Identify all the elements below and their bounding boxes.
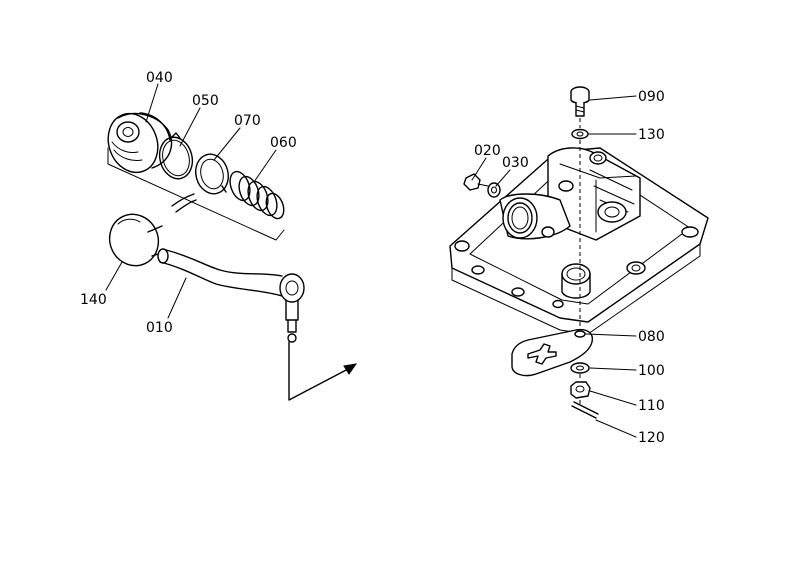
part-070-circlip [195,153,229,195]
part-140-knob [108,193,197,267]
label-110: 110 [638,398,665,414]
label-090: 090 [638,89,665,105]
shift-lever-assembly [107,112,358,401]
part-080-plate [511,328,594,377]
part-030-washer [487,182,501,198]
label-040: 040 [146,70,173,86]
part-110-nut [570,381,591,399]
part-050-ring [158,132,194,180]
label-020: 020 [474,143,501,159]
label-120: 120 [638,430,665,446]
part-130-washer [571,128,589,140]
part-120-pin [571,401,599,419]
part-090-bolt [570,86,590,117]
part-060-spring [229,170,285,220]
label-070: 070 [234,113,261,129]
part-100-washer [570,362,590,374]
label-130: 130 [638,127,665,143]
housing-assembly [449,86,709,419]
part-020-bolt [463,173,489,191]
label-030: 030 [502,155,529,171]
part-040-boot [107,112,173,174]
label-140: 140 [80,292,107,308]
direction-arrow [288,341,358,401]
part-labels: 040 050 070 060 140 010 020 030 090 130 … [80,70,665,446]
leader-lines [105,83,637,438]
label-080: 080 [638,329,665,345]
label-100: 100 [638,363,665,379]
part-010-lever [157,248,305,343]
label-010: 010 [146,320,173,336]
label-060: 060 [270,135,297,151]
label-050: 050 [192,93,219,109]
